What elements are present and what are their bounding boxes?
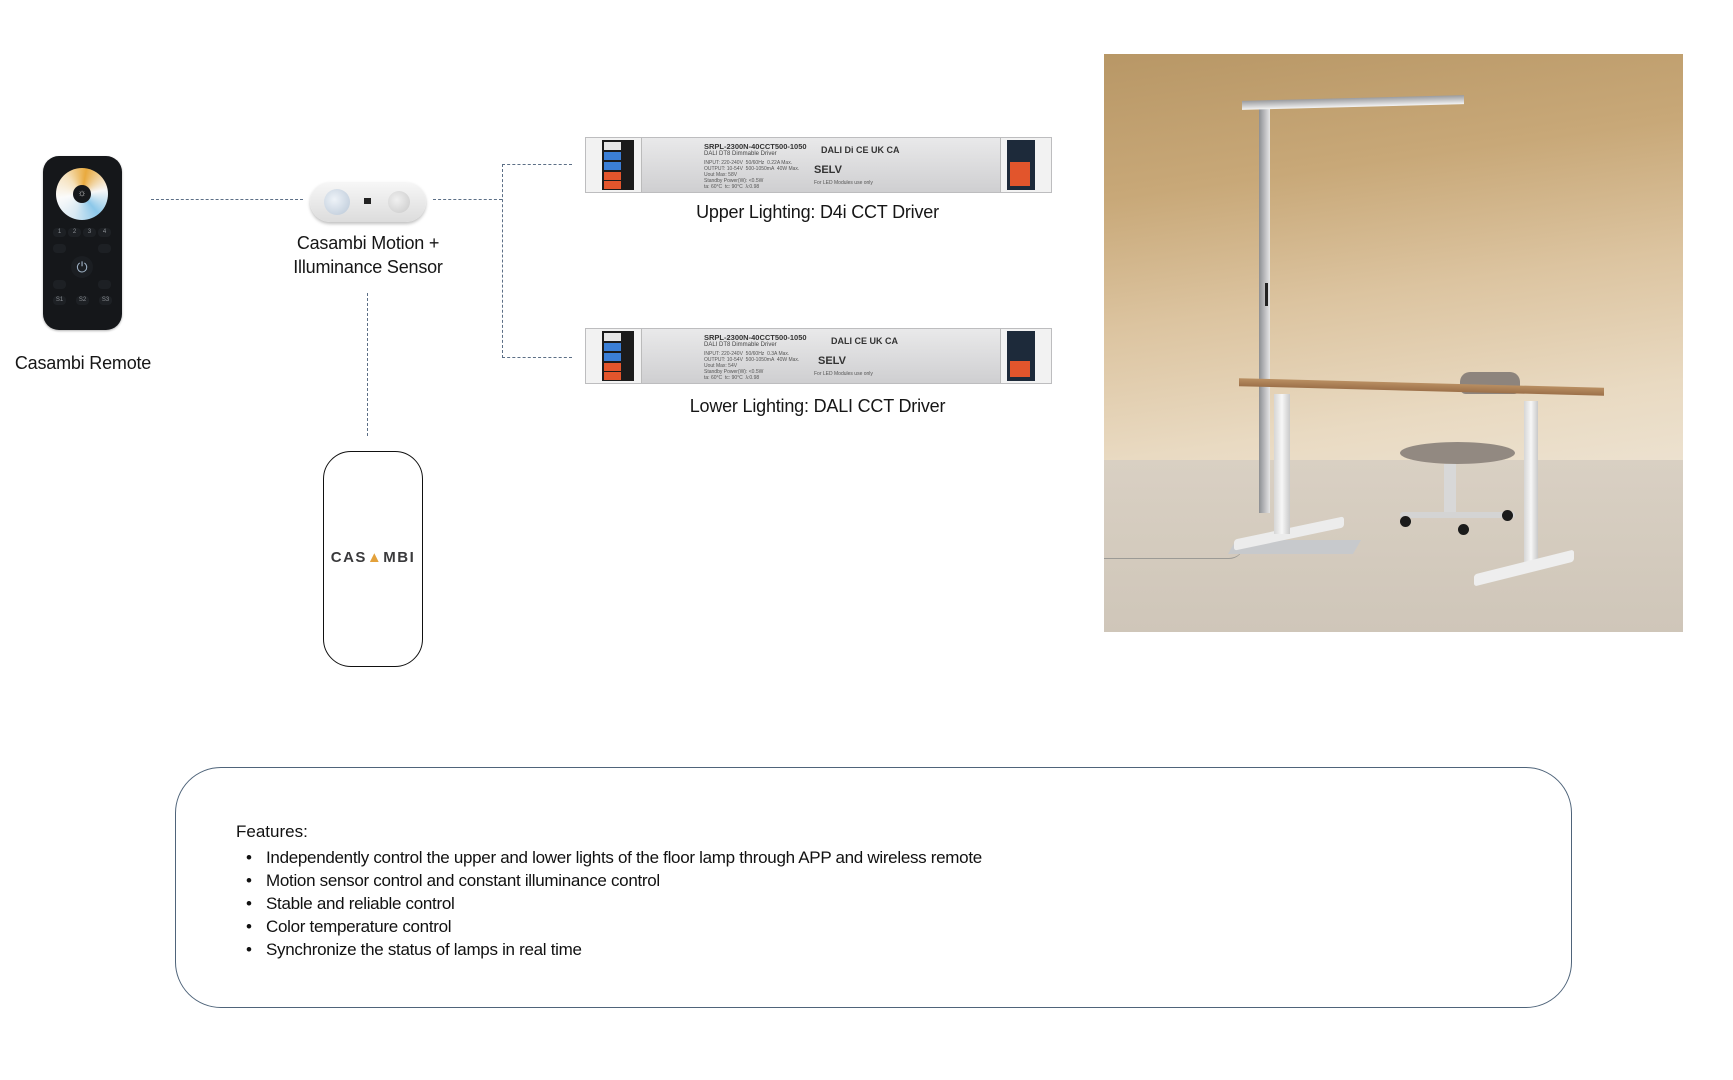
bullet-icon: •	[246, 848, 252, 867]
remote-key-s1: S1	[53, 296, 66, 305]
feature-text: Motion sensor control and constant illum…	[266, 871, 660, 890]
feature-text: Color temperature control	[266, 917, 452, 936]
input-terminals	[602, 331, 634, 381]
output-terminals	[1007, 331, 1035, 381]
driver-model: SRPL-2300N-40CCT500-1050	[704, 142, 807, 151]
lower-driver-label: Lower Lighting: DALI CCT Driver	[689, 396, 946, 416]
features-title: Features:	[236, 822, 308, 841]
sensor-label-line1: Casambi Motion +	[296, 233, 440, 253]
features-list: • Independently control the upper and low…	[236, 846, 982, 961]
lower-driver-image: SRPL-2300N-40CCT500-1050 DALI DT8 Dimmab…	[585, 328, 1052, 384]
brightness-icon: ☼	[73, 185, 91, 203]
logo-text-left: CAS	[330, 549, 367, 566]
chair-wheel	[1502, 510, 1513, 521]
upper-driver-image: SRPL-2300N-40CCT500-1050 DALI DT8 Dimmab…	[585, 137, 1052, 193]
remote-key-dim-down	[53, 244, 66, 253]
output-terminals	[1007, 140, 1035, 190]
sensor-label: Casambi Motion + Illuminance Sensor	[268, 231, 468, 279]
features-box: Features: • Independently control the upp…	[175, 767, 1572, 1008]
certification-marks: DALI CE UK CA	[831, 336, 898, 346]
remote-key-cool	[98, 280, 111, 289]
remote-key-s2: S2	[76, 296, 89, 305]
selv-mark: SELV	[818, 355, 846, 367]
lamp-control-panel	[1265, 283, 1268, 306]
connector-to-upper-driver	[502, 164, 572, 165]
driver-subtitle: DALI DT8 Dimmable Driver	[704, 151, 777, 157]
input-terminals	[602, 140, 634, 190]
floor-lamp-photo	[1104, 54, 1683, 632]
bullet-icon: •	[246, 871, 252, 890]
lamp-cable	[1104, 544, 1244, 559]
desk-leg-left	[1274, 394, 1290, 534]
casambi-logo: CAS▲MBI	[324, 549, 422, 566]
light-sensor-lens	[388, 191, 410, 213]
bullet-icon: •	[246, 940, 252, 959]
bullet-icon: •	[246, 917, 252, 936]
casambi-remote-image: ☼ 1 2 3 4 ⏻ S1 S2 S3	[43, 156, 122, 330]
driver-specs: INPUT: 220-240V 50/60Hz 0.3A Max. OUTPUT…	[704, 351, 800, 381]
feature-text: Synchronize the status of lamps in real …	[266, 940, 582, 959]
driver-endcap-right	[1000, 138, 1051, 192]
feature-item: • Stable and reliable control	[246, 892, 982, 915]
feature-item: • Color temperature control	[246, 915, 982, 938]
desk-leg-right	[1524, 401, 1538, 566]
remote-key-4: 4	[98, 228, 111, 237]
chair-post	[1444, 464, 1456, 514]
driver-subtitle: DALI DT8 Dimmable Driver	[704, 342, 777, 348]
connector-remote-sensor	[151, 199, 303, 200]
connector-to-lower-driver	[502, 357, 572, 358]
remote-key-2: 2	[68, 228, 81, 237]
chair-wheel	[1458, 524, 1469, 535]
connector-sensor-junction	[433, 199, 502, 200]
chair-seat	[1400, 442, 1515, 464]
sensor-label-line2: Illuminance Sensor	[293, 257, 443, 277]
motion-sensor-image	[310, 182, 426, 222]
remote-key-warm	[53, 280, 66, 289]
power-icon: ⏻	[71, 256, 93, 278]
driver-note: For LED Modules use only	[814, 371, 873, 377]
certification-marks: DALI Di CE UK CA	[821, 145, 900, 155]
driver-endcap-left	[586, 138, 642, 192]
remote-key-dim-up	[98, 244, 111, 253]
remote-key-1: 1	[53, 228, 66, 237]
remote-key-s3: S3	[99, 296, 112, 305]
connector-junction-vertical	[502, 164, 503, 358]
lamp-head	[1242, 95, 1464, 110]
driver-endcap-right	[1000, 329, 1051, 383]
logo-triangle-icon: ▲	[366, 549, 384, 566]
selv-mark: SELV	[814, 164, 842, 176]
chair-wheel	[1400, 516, 1411, 527]
desk-top	[1239, 378, 1604, 396]
driver-endcap-left	[586, 329, 642, 383]
remote-label: Casambi Remote	[14, 353, 152, 373]
feature-item: • Independently control the upper and low…	[246, 846, 982, 869]
feature-text: Independently control the upper and lowe…	[266, 848, 982, 867]
driver-model: SRPL-2300N-40CCT500-1050	[704, 333, 807, 342]
pir-lens	[324, 189, 350, 215]
upper-driver-label: Upper Lighting: D4i CCT Driver	[696, 202, 939, 222]
bullet-icon: •	[246, 894, 252, 913]
sensor-indicator	[364, 198, 371, 204]
driver-specs: INPUT: 220-240V 50/60Hz 0.22A Max. OUTPU…	[704, 160, 800, 190]
logo-text-right: MBI	[383, 549, 416, 566]
chair-base	[1400, 512, 1515, 518]
driver-note: For LED Modules use only	[814, 180, 873, 186]
connector-sensor-app	[367, 293, 368, 436]
feature-item: • Synchronize the status of lamps in real…	[246, 938, 982, 961]
feature-text: Stable and reliable control	[266, 894, 455, 913]
feature-item: • Motion sensor control and constant illu…	[246, 869, 982, 892]
lamp-pole	[1259, 108, 1270, 513]
casambi-app-phone: CAS▲MBI	[323, 451, 423, 667]
remote-key-3: 3	[83, 228, 96, 237]
